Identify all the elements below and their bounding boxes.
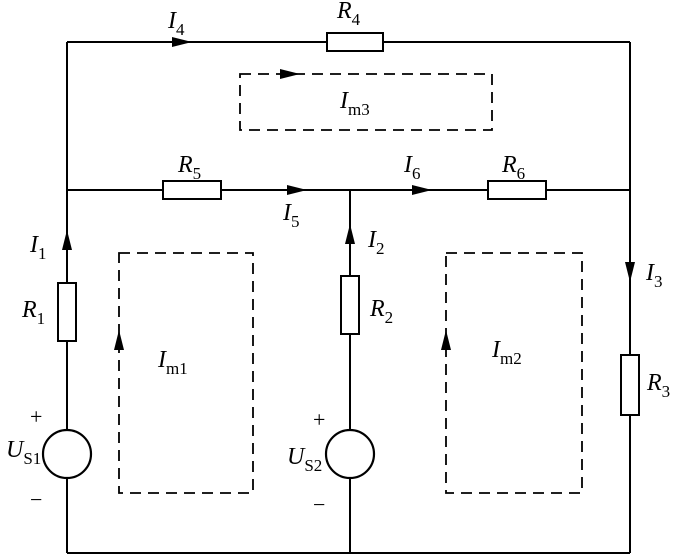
source-us2 xyxy=(324,428,376,480)
resistor-r3 xyxy=(620,354,640,416)
arrow-i5 xyxy=(287,185,307,195)
label-i4: I4 xyxy=(167,8,185,39)
label-r5: R5 xyxy=(177,152,201,183)
resistor-r6 xyxy=(487,180,547,200)
mesh-loop-m3 xyxy=(239,73,493,131)
arrow-i2 xyxy=(345,224,355,244)
arrow-i3 xyxy=(625,262,635,282)
resistor-r1 xyxy=(57,282,77,342)
label-im1: Im1 xyxy=(157,347,188,378)
minus-sign-us1: − xyxy=(30,487,42,512)
plus-sign-us1: + xyxy=(30,404,42,429)
label-r1: R1 xyxy=(21,297,45,328)
arrow-i6 xyxy=(412,185,432,195)
label-i5: I5 xyxy=(282,200,300,231)
resistor-r2 xyxy=(340,275,360,335)
resistor-r5 xyxy=(162,180,222,200)
plus-sign-us2: + xyxy=(313,407,325,432)
resistor-r4 xyxy=(326,32,384,52)
minus-sign-us2: − xyxy=(313,492,325,517)
arrow-im3 xyxy=(280,69,300,79)
label-im2: Im2 xyxy=(491,337,522,368)
arrow-i4 xyxy=(172,37,192,47)
label-us2: US2 xyxy=(287,444,322,475)
mesh-loop-m1 xyxy=(118,252,254,494)
label-us1: US1 xyxy=(6,437,41,468)
label-r2: R2 xyxy=(369,296,393,327)
label-r4: R4 xyxy=(336,0,361,29)
label-im3: Im3 xyxy=(339,88,370,119)
arrow-i1 xyxy=(62,230,72,250)
source-us1 xyxy=(41,428,93,480)
label-i6: I6 xyxy=(403,152,421,183)
mesh-loop-m2 xyxy=(445,252,583,494)
arrow-im2 xyxy=(441,330,451,350)
label-i2: I2 xyxy=(367,227,385,258)
arrow-im1 xyxy=(114,330,124,350)
label-r3: R3 xyxy=(646,370,670,401)
label-r6: R6 xyxy=(501,152,525,183)
wires xyxy=(66,41,631,554)
label-i3: I3 xyxy=(645,260,663,291)
label-i1: I1 xyxy=(29,232,47,263)
